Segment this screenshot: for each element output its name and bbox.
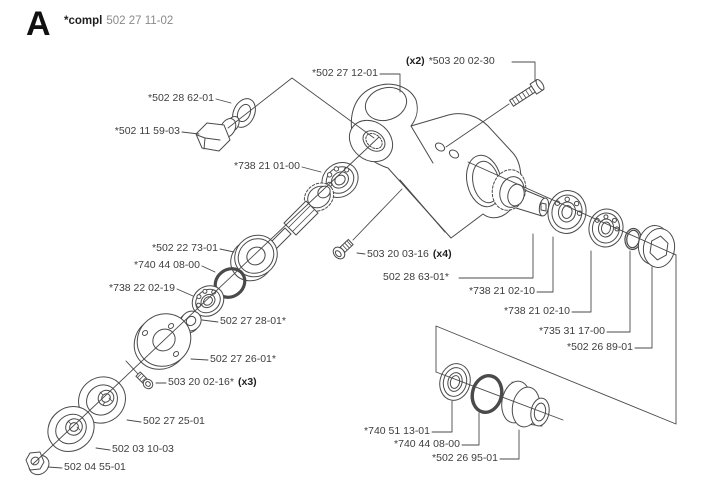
part-label-740-51-13-01: *740 51 13-01	[364, 425, 430, 437]
part-label-502-11-59-03: *502 11 59-03	[114, 125, 180, 137]
part-label-503-20-03-16: 503 20 03-16(x4)	[367, 248, 452, 260]
part-label-502-22-73-01: *502 22 73-01	[152, 242, 218, 254]
part-label-502-27-26-01: 502 27 26-01*	[210, 353, 276, 365]
part-collar-5022695	[501, 380, 550, 428]
part-label-502-28-63-01: 502 28 63-01*	[383, 271, 449, 283]
part-label-740-44-08-00-a: *740 44 08-00	[134, 259, 200, 271]
part-gear-housing	[348, 83, 522, 239]
part-plug-5021159	[195, 115, 240, 152]
part-screw-5032003	[332, 239, 354, 260]
part-bearing-7382102-a	[547, 190, 587, 234]
part-label-502-03-10-03: 502 03 10-03	[112, 443, 174, 455]
leader-lines	[47, 61, 653, 469]
part-label-502-04-55-01: 502 04 55-01	[64, 461, 126, 473]
section-letter: A	[26, 5, 51, 43]
part-label-738-21-02-10-b: *738 21 02-10	[504, 305, 570, 317]
part-label-502-27-25-01: 502 27 25-01	[143, 415, 205, 427]
part-label-735-31-17-00: *735 31 17-00	[539, 325, 605, 337]
part-bearing-7382102-b	[588, 208, 624, 248]
part-bolt-5032002-30	[509, 79, 545, 107]
part-label-503-20-02-30: (x2)*503 20 02-30	[406, 55, 495, 67]
part-label-502-26-95-01: *502 26 95-01	[432, 452, 498, 464]
part-cup-5022725	[78, 376, 126, 424]
axis-lines	[32, 77, 677, 465]
part-pinion-shaft	[267, 182, 335, 252]
part-label-502-28-62-01: *502 28 62-01	[148, 92, 214, 104]
part-screw-5032002-16	[135, 371, 154, 390]
part-label-740-44-08-00-b: *740 44 08-00	[394, 438, 460, 450]
part-bevel-gear	[491, 169, 550, 217]
part-label-738-21-01-00: *738 21 01-00	[234, 160, 300, 172]
part-label-738-21-02-10-a: *738 21 02-10	[469, 285, 535, 297]
part-label-502-27-28-01: 502 27 28-01*	[220, 315, 286, 327]
part-label-502-27-12-01: *502 27 12-01	[312, 67, 378, 79]
assembly-number: 502 27 11-02	[106, 15, 174, 27]
part-seal-7405113	[439, 363, 471, 401]
compl-label: *compl	[64, 15, 103, 27]
part-nut-5020455	[25, 451, 50, 476]
part-oring-7404408-b	[470, 374, 504, 414]
part-label-502-26-89-01: *502 26 89-01	[567, 341, 633, 353]
part-cupwasher-5022273	[230, 234, 278, 282]
part-bearing-7382202	[191, 285, 225, 317]
part-label-503-20-02-16: 503 20 02-16*(x3)	[168, 376, 257, 388]
part-label-738-22-02-19: *738 22 02-19	[109, 282, 175, 294]
